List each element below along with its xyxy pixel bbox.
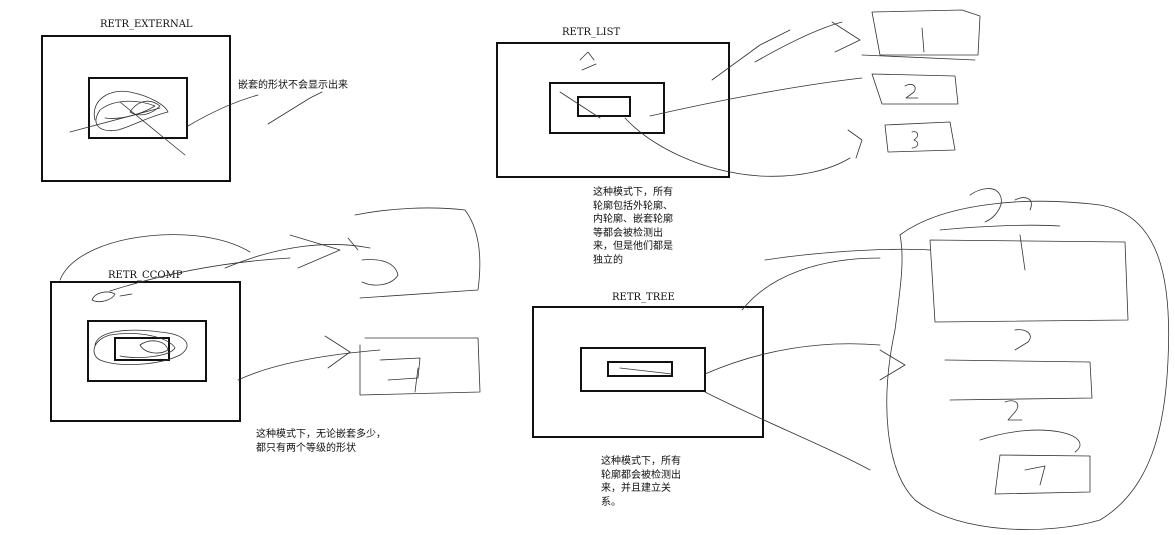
external-inner-contour <box>88 77 188 139</box>
ccomp-inner-contour <box>114 337 170 361</box>
external-note: 嵌套的形状不会显示出来 <box>238 80 348 91</box>
ccomp-note: 这种模式下，无论嵌套多少， 都只有两个等级的形状 <box>256 429 386 454</box>
tree-note: 这种模式下，所有 轮廓都会被检测出 来，并且建立关 系。 <box>601 456 681 508</box>
list-title: RETR_LIST <box>562 27 621 38</box>
tree-inner-contour <box>607 361 673 377</box>
tree-title: RETR_TREE <box>612 292 675 303</box>
external-title: RETR_EXTERNAL <box>100 19 193 30</box>
ccomp-middle-contour <box>87 320 207 382</box>
list-inner-contour <box>577 96 631 117</box>
list-note: 这种模式下，所有 轮廓包括外轮廓、 内轮廓、嵌套轮廓 等都会被检测出 来，但是他… <box>593 187 673 266</box>
